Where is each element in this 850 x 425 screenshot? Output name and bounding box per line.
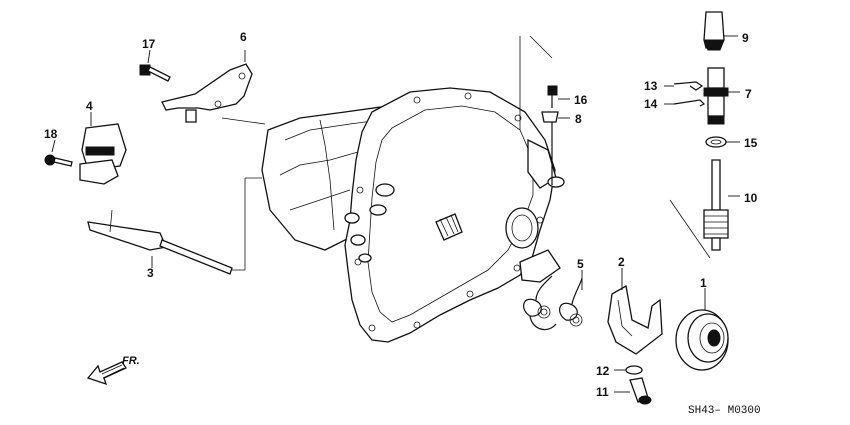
callout-label: 17 [142,37,156,51]
part-18-bolt [44,139,73,167]
callout-label: 2 [618,255,625,269]
part-17-bolt [139,49,171,82]
part-7-speedometer-sleeve [703,67,740,125]
front-arrow-icon [86,361,127,386]
callout-label: 14 [644,97,658,111]
callout-label: 7 [745,87,752,101]
front-label: FR. [122,355,140,367]
assembly-guide-lines [221,35,711,271]
transmission-housing [261,87,565,343]
callout-label: 8 [575,112,582,126]
part-4-switch-assembly [79,112,127,185]
part-3-release-rod [87,209,233,275]
part-6-clutch-bracket [161,50,253,123]
callout-label: 15 [744,136,758,150]
callout-label: 4 [86,99,93,113]
part-1-release-bearing [675,288,729,371]
part-8-plate [541,111,570,185]
part-5-return-springs [523,270,583,331]
callout-label: 10 [744,191,758,205]
callout-label: 6 [240,30,247,44]
callout-label: 9 [742,31,749,45]
callout-label: 13 [644,79,658,93]
callout-label: 1 [700,276,707,290]
part-14-pin [664,99,706,107]
diagram-reference-code: SH43– M0300 [688,405,761,417]
callout-label: 11 [596,385,609,399]
callout-label: 3 [147,266,154,280]
part-2-release-fork [607,268,663,355]
part-9-cap [703,11,738,51]
part-13-clip [664,81,704,91]
part-11-pivot-bolt [614,377,652,405]
part-15-oring [705,136,740,148]
front-direction-indicator: FR. [86,355,140,386]
part-16-bolt [547,85,570,108]
callout-label: 5 [577,257,584,271]
callout-label: 18 [44,127,58,141]
callout-label: 16 [574,93,588,107]
part-12-washer [614,365,643,375]
callout-label: 12 [596,364,610,378]
part-10-speedometer-gear [703,159,740,251]
